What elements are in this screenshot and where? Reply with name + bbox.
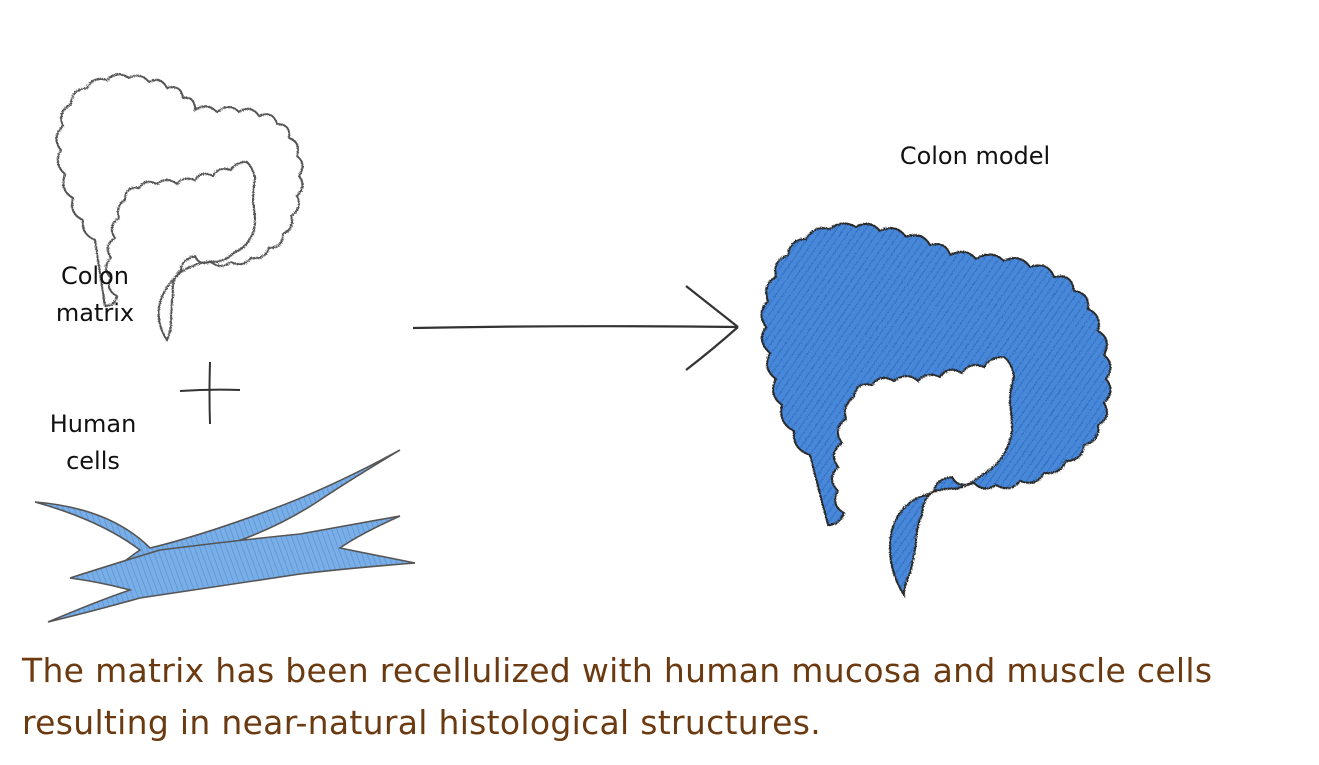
human-cells-drawing xyxy=(34,449,416,623)
plus-icon xyxy=(179,361,241,425)
colon-matrix-label: Colon matrix xyxy=(40,258,150,332)
colon-model-drawing xyxy=(760,222,1112,599)
colon-matrix-drawing xyxy=(55,73,304,342)
caption-line1: The matrix has been recellulized with hu… xyxy=(22,651,1213,690)
arrow-right-icon xyxy=(412,285,739,371)
cell-2 xyxy=(47,515,416,623)
colon-matrix-label-line2: matrix xyxy=(55,299,135,327)
human-cells-label-line1: Human xyxy=(49,410,137,438)
colon-model-label: Colon model xyxy=(899,142,1051,170)
caption: The matrix has been recellulized with hu… xyxy=(22,645,1312,749)
caption-line2: resulting in near-natural histological s… xyxy=(22,703,822,742)
human-cells-label: Human cells xyxy=(38,406,148,480)
human-cells-label-line2: cells xyxy=(66,447,120,475)
colon-matrix-label-line1: Colon xyxy=(60,262,129,290)
